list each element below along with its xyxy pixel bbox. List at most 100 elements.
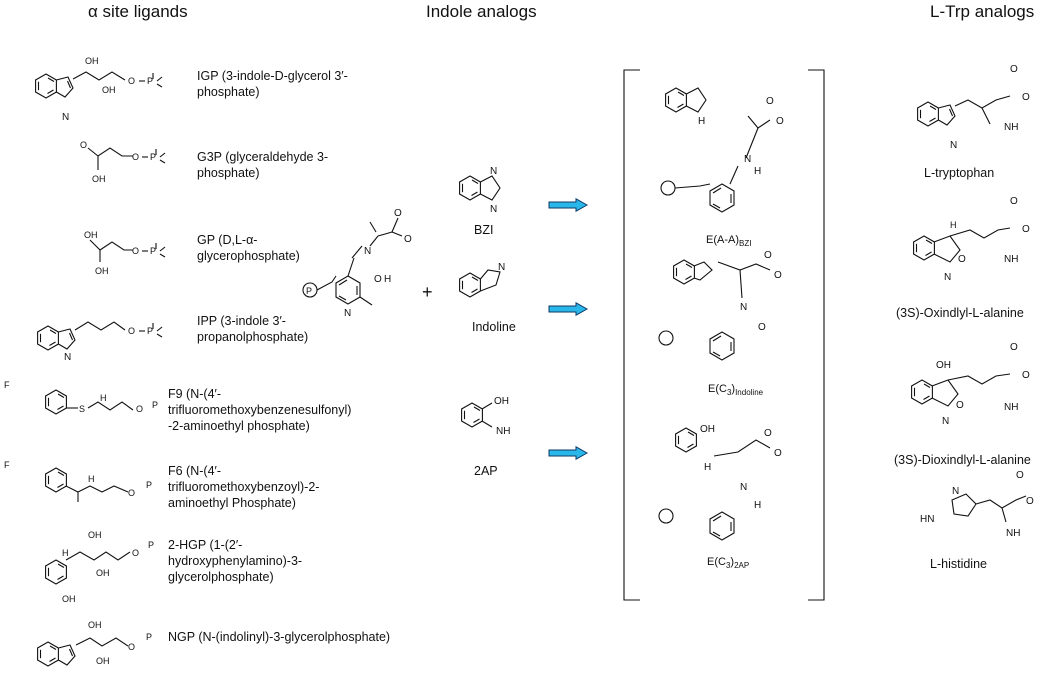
intermediate-label-indoline: E(C3)Indoline bbox=[708, 383, 764, 398]
analog-label-bzi: BZI bbox=[474, 223, 494, 237]
atom-f3c: F bbox=[4, 380, 10, 390]
structure-l-histidine: N HN O O NH bbox=[920, 470, 1034, 539]
atom-nh2: NH bbox=[1004, 254, 1018, 265]
atom-p: P bbox=[146, 480, 152, 490]
atom-nh: H bbox=[62, 548, 69, 558]
atom-o: O bbox=[1016, 470, 1024, 481]
structure-intermediate-2ap: OH H N O O H bbox=[658, 424, 782, 541]
atom-h: H bbox=[950, 220, 957, 230]
atom-nh: N bbox=[950, 140, 957, 151]
atom-o: O bbox=[136, 404, 143, 414]
atom-h: H bbox=[754, 500, 761, 511]
intermediate-label-bzi: E(A-A)BZI bbox=[706, 234, 752, 249]
atom-p: P bbox=[148, 540, 154, 550]
atom-nh: N bbox=[490, 204, 497, 215]
trp-label-l-tryptophan: L-tryptophan bbox=[924, 166, 995, 180]
structure-gp: OH OH O P bbox=[84, 230, 166, 276]
atom-p: P bbox=[147, 326, 153, 336]
atom-o: O bbox=[764, 428, 772, 439]
atom-nh: H bbox=[100, 393, 107, 403]
structure-oxindolyl-alanine: O N O O NH H bbox=[913, 196, 1030, 283]
structure-intermediate-bzi: H N O O H bbox=[660, 87, 784, 213]
structure-g3p: O OH O P bbox=[80, 140, 166, 184]
structure-ngp: OH OH O P bbox=[38, 620, 152, 666]
atom-o: O bbox=[956, 400, 964, 411]
atom-nh: N bbox=[944, 272, 951, 283]
bracket-left bbox=[623, 69, 640, 601]
atom-o: O bbox=[766, 96, 774, 107]
ligand-label-ngp: NGP (N-(indolinyl)-3-glycerolphosphate) bbox=[168, 630, 391, 644]
trp-label-l-histidine: L-histidine bbox=[930, 557, 987, 571]
ligand-label-igp: IGP (3-indole-D-glycerol 3′- phosphate) bbox=[197, 69, 348, 99]
atom-n: N bbox=[744, 154, 751, 165]
atom-h: H bbox=[698, 116, 705, 127]
atom-o: O bbox=[132, 152, 139, 162]
atom-o-minus: O bbox=[774, 270, 782, 281]
atom-n: N bbox=[498, 262, 505, 273]
atom-nh: H bbox=[88, 474, 95, 484]
ligand-label-g3p: G3P (glyceraldehyde 3- phosphate) bbox=[197, 150, 329, 180]
atom-h: H bbox=[754, 166, 761, 177]
structure-bzi: N N bbox=[459, 166, 501, 215]
reaction-arrow-2ap bbox=[548, 446, 588, 460]
atom-o-minus: O bbox=[774, 448, 782, 459]
structure-l-tryptophan: N O O NH bbox=[918, 64, 1030, 151]
atom-p: P bbox=[152, 400, 158, 410]
atom-oh: OH bbox=[88, 530, 102, 540]
atom-oh: OH bbox=[936, 360, 951, 371]
analog-label-indoline: Indoline bbox=[472, 320, 516, 334]
reaction-arrow-bzi bbox=[548, 198, 588, 212]
atom-nh: N bbox=[942, 416, 949, 427]
atom-s: S bbox=[79, 404, 85, 414]
atom-o: O bbox=[958, 254, 966, 265]
atom-oh: OH bbox=[85, 56, 99, 66]
structure-intermediate-indoline: N O O O bbox=[658, 250, 782, 361]
atom-o-minus: O bbox=[1026, 496, 1034, 507]
atom-nh2: NH bbox=[496, 426, 510, 437]
atom-nh2: NH bbox=[1004, 402, 1018, 413]
atom-n: N bbox=[344, 308, 351, 319]
arrow-shape bbox=[548, 302, 588, 316]
atom-nh2: NH bbox=[1004, 122, 1018, 133]
atom-n: N bbox=[490, 166, 497, 177]
atom-o: O bbox=[132, 548, 139, 558]
atom-n: N bbox=[364, 246, 371, 257]
atom-n: N bbox=[740, 482, 747, 493]
structure-2ap: OH NH bbox=[461, 396, 510, 437]
atom-o: O bbox=[394, 208, 402, 219]
structure-plp-aminoacrylate: P N O O O H N + bbox=[302, 208, 433, 319]
atom-oh: OH bbox=[102, 85, 116, 95]
atom-oh: OH bbox=[494, 396, 509, 407]
atom-p: P bbox=[146, 632, 152, 642]
atom-n: N bbox=[62, 112, 69, 123]
atom-oh: OH bbox=[84, 230, 98, 240]
ligand-label-f6: F6 (N-(4′- trifluoromethoxybenzoyl)-2- a… bbox=[168, 464, 320, 510]
atom-n: N bbox=[952, 486, 959, 497]
ligand-label-gp: GP (D,L-α- glycerophosphate) bbox=[197, 233, 300, 263]
header-l-trp-analogs: L-Trp analogs bbox=[930, 2, 1035, 21]
atom-h: H bbox=[384, 274, 391, 285]
atom-o-minus: O bbox=[776, 116, 784, 127]
atom-nh2: NH bbox=[1006, 528, 1020, 539]
structure-f6: F H O P bbox=[4, 460, 152, 502]
atom-o-minus: O bbox=[404, 234, 412, 245]
structure-igp: N OH OH O P bbox=[36, 56, 163, 123]
atom-p: P bbox=[147, 76, 153, 86]
structure-dioxindolyl-alanine: OH O N O O NH bbox=[911, 342, 1030, 427]
structure-f9: F S H O P bbox=[4, 380, 158, 415]
atom-o: O bbox=[758, 322, 766, 333]
atom-o: O bbox=[374, 274, 382, 285]
atom-o: O bbox=[764, 250, 772, 261]
atom-o: O bbox=[80, 140, 87, 150]
atom-o: O bbox=[1010, 196, 1018, 207]
structure-2hgp: H OH OH OH O P bbox=[45, 530, 154, 604]
ligand-label-f9: F9 (N-(4′- trifluoromethoxybenzenesulfon… bbox=[168, 387, 352, 433]
atom-o-minus: O bbox=[1022, 370, 1030, 381]
structure-ipp: N O P bbox=[38, 321, 163, 363]
atom-o-minus: O bbox=[1022, 224, 1030, 235]
atom-o-minus: O bbox=[1022, 92, 1030, 103]
reaction-arrow-indoline bbox=[548, 302, 588, 316]
atom-p: P bbox=[306, 286, 312, 296]
atom-oh: OH bbox=[96, 568, 110, 578]
